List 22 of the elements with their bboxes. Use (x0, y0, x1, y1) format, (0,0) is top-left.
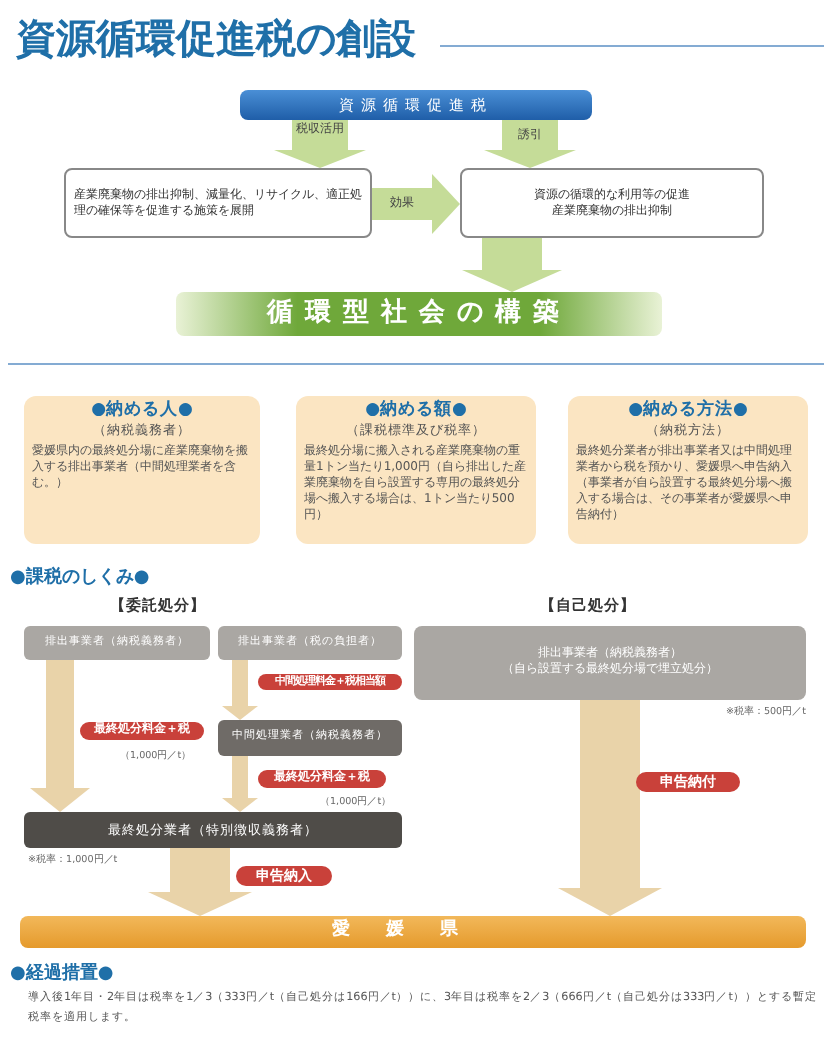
arrow (462, 238, 562, 292)
arrow (148, 848, 252, 916)
prefecture-banner: 愛媛県 (20, 916, 806, 948)
arrow (372, 174, 460, 234)
card-heading: ●納める方法● (628, 400, 748, 423)
card-heading: ●納める額● (365, 400, 467, 423)
arrow (30, 660, 90, 812)
info-card (568, 396, 808, 544)
effect-box (460, 168, 764, 238)
arrow (222, 660, 258, 720)
info-card (24, 396, 260, 544)
section-heading: ●経過措置● (10, 961, 114, 988)
card-heading: ●納める人● (91, 400, 193, 423)
arrow (558, 700, 662, 916)
arrow (222, 756, 258, 812)
title: 資源循環促進税の創設 (16, 12, 416, 66)
section-heading: ●課税のしくみ● (10, 564, 150, 592)
goal-banner: 循環型社会の構築 (176, 292, 662, 336)
info-card (296, 396, 536, 544)
arrow (484, 120, 576, 168)
entity-box (414, 626, 806, 700)
arrow (274, 120, 366, 168)
